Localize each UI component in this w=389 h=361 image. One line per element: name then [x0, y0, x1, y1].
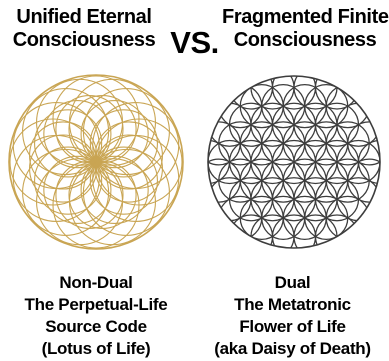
left-caption-line-3: Source Code [0, 316, 192, 338]
flower-of-life-figure [204, 72, 384, 252]
right-heading-line-1: Fragmented Finite [222, 6, 388, 29]
right-caption-line-3: Flower of Life [196, 316, 389, 338]
flower-of-life-drawing [204, 72, 384, 252]
left-heading-line-1: Unified Eternal [0, 6, 168, 29]
left-caption-line-4: (Lotus of Life) [0, 338, 192, 360]
lotus-of-life-figure [5, 72, 187, 252]
left-caption: Non-Dual The Perpetual-Life Source Code … [0, 272, 192, 360]
left-caption-line-1: Non-Dual [0, 272, 192, 294]
right-caption-line-2: The Metatronic [196, 294, 389, 316]
left-caption-line-2: The Perpetual-Life [0, 294, 192, 316]
versus-label: VS. [166, 27, 223, 59]
right-caption-line-1: Dual [196, 272, 389, 294]
flower-lattice [204, 72, 384, 252]
right-caption: Dual The Metatronic Flower of Life (aka … [196, 272, 389, 360]
right-heading: Fragmented Finite Consciousness [222, 6, 388, 52]
left-heading: Unified Eternal Consciousness [0, 6, 168, 52]
lotus-of-life-drawing [5, 72, 187, 252]
left-heading-line-2: Consciousness [0, 29, 168, 52]
right-caption-line-4: (aka Daisy of Death) [196, 338, 389, 360]
right-heading-line-2: Consciousness [222, 29, 388, 52]
